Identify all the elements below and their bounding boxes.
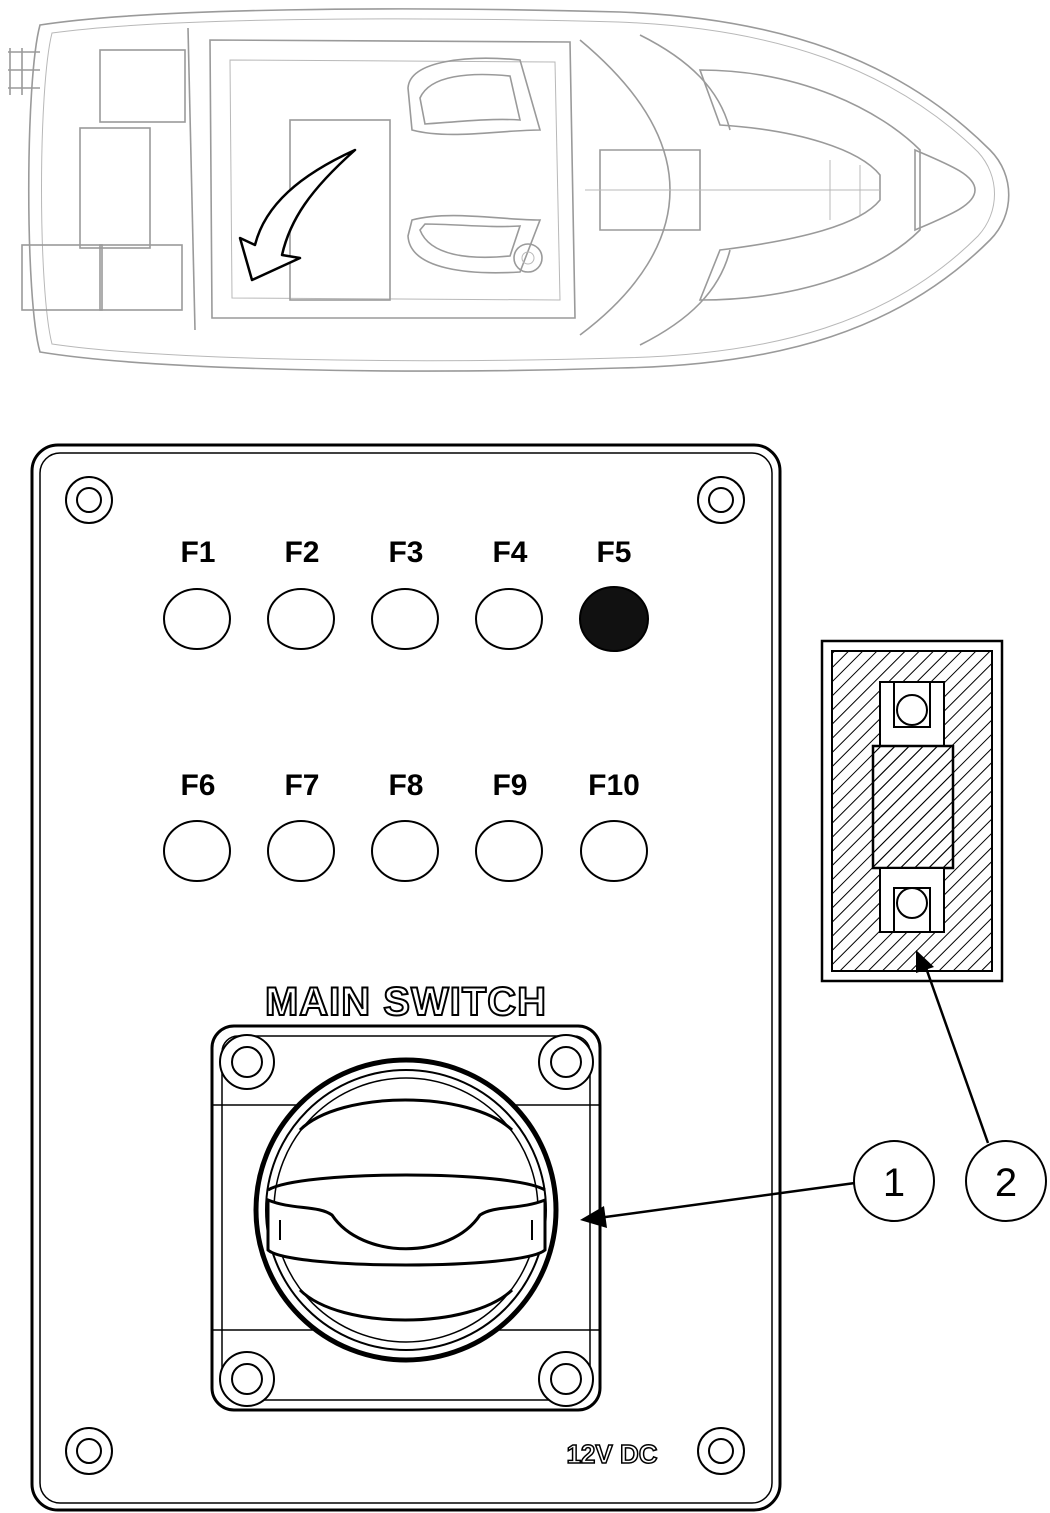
fuse-holder-f5-active[interactable] — [579, 586, 649, 652]
fuse-holder-f4[interactable] — [475, 588, 543, 650]
fuse-label-f5: F5 — [596, 536, 631, 569]
fuse-detail — [820, 639, 1004, 983]
fuse-label-f1: F1 — [180, 536, 215, 569]
callout-2-leader — [923, 964, 990, 1144]
fuse-holder-f9[interactable] — [475, 820, 543, 882]
callout-2-arrowhead — [916, 950, 934, 973]
callout-1-number: 1 — [883, 1161, 905, 1205]
fuse-label-f7: F7 — [284, 769, 319, 802]
screw-bottom-right — [697, 1427, 745, 1475]
fuse-holder-f1[interactable] — [163, 588, 231, 650]
fuse-label-f9: F9 — [492, 769, 527, 802]
screw-top-left — [65, 476, 113, 524]
fuse-holder-f2[interactable] — [267, 588, 335, 650]
callout-2: 2 — [965, 1140, 1047, 1222]
fuse-holder-f10[interactable] — [580, 820, 648, 882]
fuse-label-f3: F3 — [388, 536, 423, 569]
fuse-holder-f7[interactable] — [267, 820, 335, 882]
voltage-label: 12V DC — [566, 1439, 657, 1469]
fuse-label-f8: F8 — [388, 769, 423, 802]
callout-1: 1 — [853, 1140, 935, 1222]
fuse-holder-f8[interactable] — [371, 820, 439, 882]
fuse-label-f10: F10 — [588, 769, 640, 802]
screw-bottom-left — [65, 1427, 113, 1475]
fuse-label-f2: F2 — [284, 536, 319, 569]
callout-2-number: 2 — [995, 1161, 1017, 1205]
callout-1-leader — [597, 1181, 856, 1220]
location-arrow — [238, 148, 357, 282]
fuse-holder-f3[interactable] — [371, 588, 439, 650]
fuse-holder-f6[interactable] — [163, 820, 231, 882]
fuse-label-f6: F6 — [180, 769, 215, 802]
main-switch-label: MAIN SWITCH — [265, 980, 547, 1024]
callout-1-arrowhead — [580, 1206, 607, 1228]
main-switch[interactable] — [210, 1024, 602, 1412]
boat-top-view — [8, 8, 1010, 372]
screw-top-right — [697, 476, 745, 524]
fuse-label-f4: F4 — [492, 536, 527, 569]
